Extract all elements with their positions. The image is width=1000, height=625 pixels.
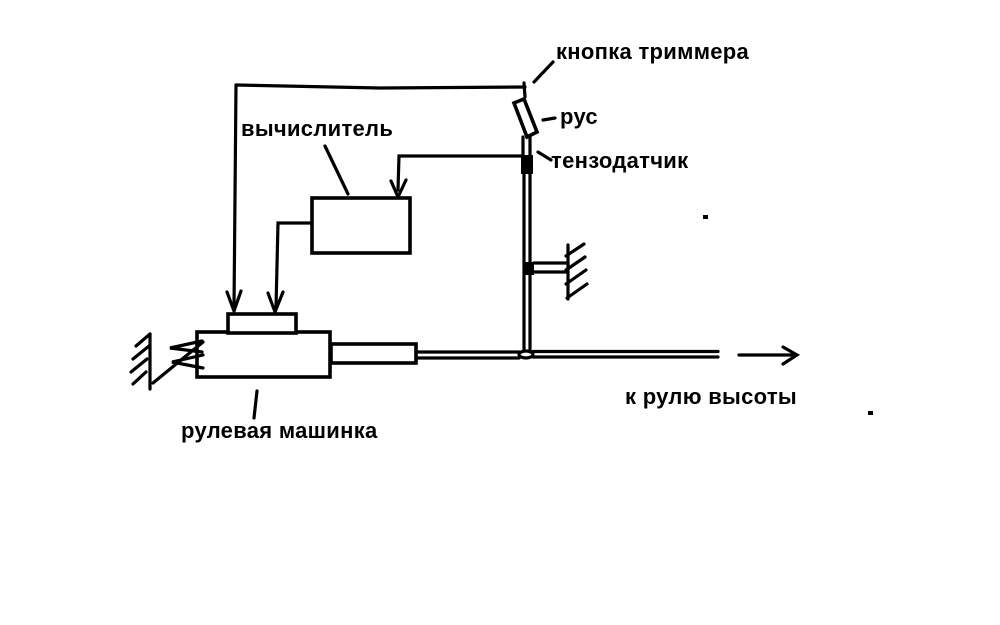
label-strain-gauge: тензодатчик bbox=[551, 148, 689, 173]
label-control-stick: рус bbox=[560, 104, 598, 129]
servo-mount-diagonal-brace bbox=[151, 340, 205, 385]
label-steering-servo: рулевая машинка bbox=[181, 418, 378, 443]
stick-upper-shaft bbox=[521, 135, 532, 158]
arrow-down-into-servo-right-icon bbox=[266, 290, 285, 314]
stick-pivot-node bbox=[525, 262, 534, 275]
stray-dot-bottom-right bbox=[868, 411, 873, 415]
servo-top-connector-box bbox=[226, 312, 298, 335]
leader-control-stick bbox=[541, 116, 557, 122]
strain-gauge-block bbox=[521, 155, 533, 174]
label-computer: вычислитель bbox=[241, 116, 394, 141]
wire-gauge-to-computer bbox=[396, 154, 524, 192]
servo-mount-link-lower bbox=[171, 353, 205, 370]
wire-computer-to-servo bbox=[274, 221, 313, 310]
servo-anchor-hatching-icon bbox=[129, 332, 152, 386]
stick-top-tick bbox=[522, 81, 527, 99]
pivot-link-arms bbox=[532, 261, 569, 274]
leader-trimmer-button bbox=[532, 60, 555, 84]
servo-output-rod bbox=[329, 342, 418, 365]
servo-body-box bbox=[195, 330, 332, 379]
elevator-arrowhead-icon bbox=[781, 345, 801, 366]
label-to-elevator: к рулю высоты bbox=[625, 384, 797, 409]
stray-dot-right-middle bbox=[703, 215, 708, 219]
pushrod-left-segment bbox=[414, 350, 521, 360]
arrow-down-into-computer-icon bbox=[389, 178, 408, 199]
label-trimmer-button: кнопка триммера bbox=[556, 39, 750, 64]
leader-strain-gauge bbox=[536, 150, 553, 162]
pushrod-stick-joint bbox=[517, 349, 535, 360]
leader-steering-servo bbox=[252, 389, 259, 420]
leader-computer bbox=[323, 144, 350, 196]
wire-trimmer-top bbox=[234, 83, 527, 90]
arrow-down-into-servo-left-icon bbox=[225, 289, 243, 313]
computer-box bbox=[310, 196, 412, 255]
pivot-anchor-hatching-icon bbox=[564, 242, 589, 300]
wire-trimmer-left-drop bbox=[232, 83, 238, 310]
pushrod-right-segment bbox=[531, 349, 720, 359]
stick-handle bbox=[511, 96, 540, 140]
